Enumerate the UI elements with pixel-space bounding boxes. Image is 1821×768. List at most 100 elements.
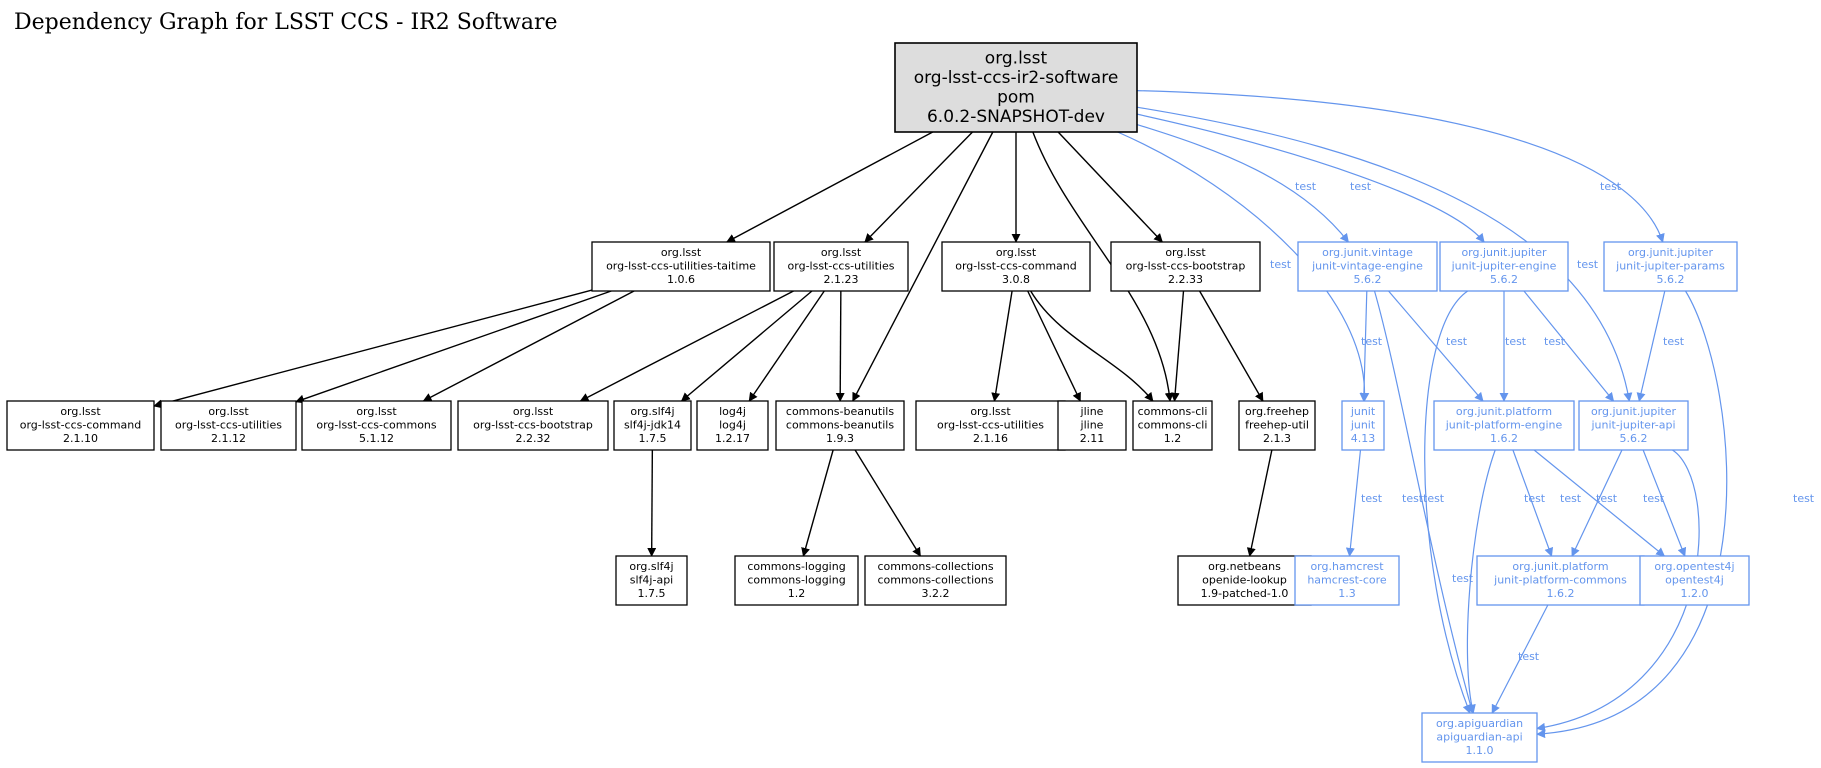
- node-label-line: org-lsst-ccs-utilities: [175, 419, 282, 432]
- edge-cmd308-to-jline: [1027, 290, 1081, 402]
- node-box: [1603, 241, 1738, 292]
- node-box: [1132, 400, 1213, 451]
- node-label-line: 6.0.2-SNAPSHOT-dev: [927, 107, 1105, 127]
- node-label-line: org.lsst: [1165, 246, 1206, 259]
- node-box: [775, 400, 905, 451]
- node-label-line: 5.1.12: [359, 432, 394, 445]
- node-box: [734, 555, 859, 606]
- edge-vintage-to-plateng: [1388, 290, 1484, 402]
- edge-jupeng-to-jupapi: [1523, 290, 1615, 402]
- edge-jupeng-to-apiguard: [1424, 290, 1472, 714]
- edge-vintage-to-apiguard: [1373, 290, 1475, 714]
- node-box: [696, 400, 769, 451]
- edge-label: test: [1350, 180, 1372, 193]
- node-label-line: org-lsst-ccs-commons: [316, 419, 437, 432]
- node-box: [1476, 555, 1645, 606]
- edge-boot2233-to-cli: [1170, 290, 1185, 402]
- edge-juppar-to-jupapi: [1636, 290, 1666, 402]
- node-label-line: 5.6.2: [1620, 432, 1648, 445]
- edge-jupapi-to-platcom: [1571, 449, 1623, 557]
- node-box: [1639, 555, 1750, 606]
- node-taitime[interactable]: org.lsstorg-lsst-ccs-utilities-taitime1.…: [591, 241, 771, 292]
- node-label-line: 1.3: [1338, 587, 1356, 600]
- edge-label: test: [1544, 335, 1566, 348]
- edge-label: test: [1402, 492, 1424, 505]
- node-box: [1578, 400, 1689, 451]
- edge-jupapi-to-opentest: [1642, 449, 1687, 557]
- edge-label: test: [1524, 492, 1546, 505]
- node-label-line: org.junit.platform: [1512, 560, 1608, 573]
- node-box: [1294, 555, 1400, 606]
- edge-plateng-to-apiguard: [1466, 449, 1496, 714]
- node-label-line: org.lsst: [996, 246, 1037, 259]
- node-box: [915, 400, 1066, 451]
- node-label-line: openide-lookup: [1202, 574, 1287, 587]
- node-box: [1297, 241, 1438, 292]
- node-plateng[interactable]: org.junit.platformjunit-platform-engine1…: [1433, 400, 1575, 451]
- node-label-line: 1.6.2: [1490, 432, 1518, 445]
- edge-root-to-juppar: [1136, 90, 1665, 243]
- node-label-line: junit-vintage-engine: [1311, 260, 1423, 273]
- node-label-line: org.junit.jupiter: [1591, 405, 1677, 418]
- node-label-line: org.slf4j: [630, 405, 674, 418]
- edge-util2123-to-boot2232: [579, 290, 794, 402]
- node-box: [591, 241, 771, 292]
- node-label-line: 4.13: [1351, 432, 1376, 445]
- node-openide[interactable]: org.netbeansopenide-lookup1.9-patched-1.…: [1177, 555, 1312, 606]
- node-box: [457, 400, 609, 451]
- node-label-line: 2.1.23: [824, 273, 859, 286]
- node-collections[interactable]: commons-collectionscommons-collections3.…: [864, 555, 1007, 606]
- edge-label: test: [1361, 335, 1383, 348]
- node-root[interactable]: org.lsstorg-lsst-ccs-ir2-softwarepom6.0.…: [894, 42, 1138, 133]
- edge-label: test: [1663, 335, 1685, 348]
- edge-label: test: [1596, 492, 1618, 505]
- node-label-line: org.lsst: [661, 246, 702, 259]
- node-label-line: 1.2: [788, 587, 806, 600]
- node-box: [773, 241, 909, 292]
- edge-util2123-to-slf4jjdk: [680, 290, 813, 402]
- node-jupeng[interactable]: org.junit.jupiterjunit-jupiter-engine5.6…: [1439, 241, 1569, 292]
- node-box: [1439, 241, 1569, 292]
- node-label-line: 3.2.2: [922, 587, 950, 600]
- node-label-line: slf4j-api: [630, 574, 673, 587]
- node-label-line: org.lsst: [356, 405, 397, 418]
- node-label-line: log4j: [719, 419, 746, 432]
- node-label-line: 1.2.17: [715, 432, 750, 445]
- edge-label: test: [1446, 335, 1468, 348]
- node-platcom[interactable]: org.junit.platformjunit-platform-commons…: [1476, 555, 1645, 606]
- node-label-line: 2.1.16: [973, 432, 1008, 445]
- edge-plateng-to-platcom: [1512, 449, 1554, 557]
- node-label-line: hamcrest-core: [1307, 574, 1387, 587]
- node-label-line: junit: [1350, 405, 1376, 418]
- node-label-line: 1.7.5: [638, 587, 666, 600]
- node-vintage[interactable]: org.junit.vintagejunit-vintage-engine5.6…: [1297, 241, 1438, 292]
- node-label-line: 1.7.5: [639, 432, 667, 445]
- edge-root-to-boot2233: [1057, 131, 1163, 243]
- node-label-line: commons-logging: [747, 560, 845, 573]
- node-label-line: junit-jupiter-params: [1615, 260, 1725, 273]
- edge-freehep-to-openide: [1246, 449, 1273, 557]
- node-label-line: commons-collections: [877, 560, 993, 573]
- node-juppar[interactable]: org.junit.jupiterjunit-jupiter-params5.6…: [1603, 241, 1738, 292]
